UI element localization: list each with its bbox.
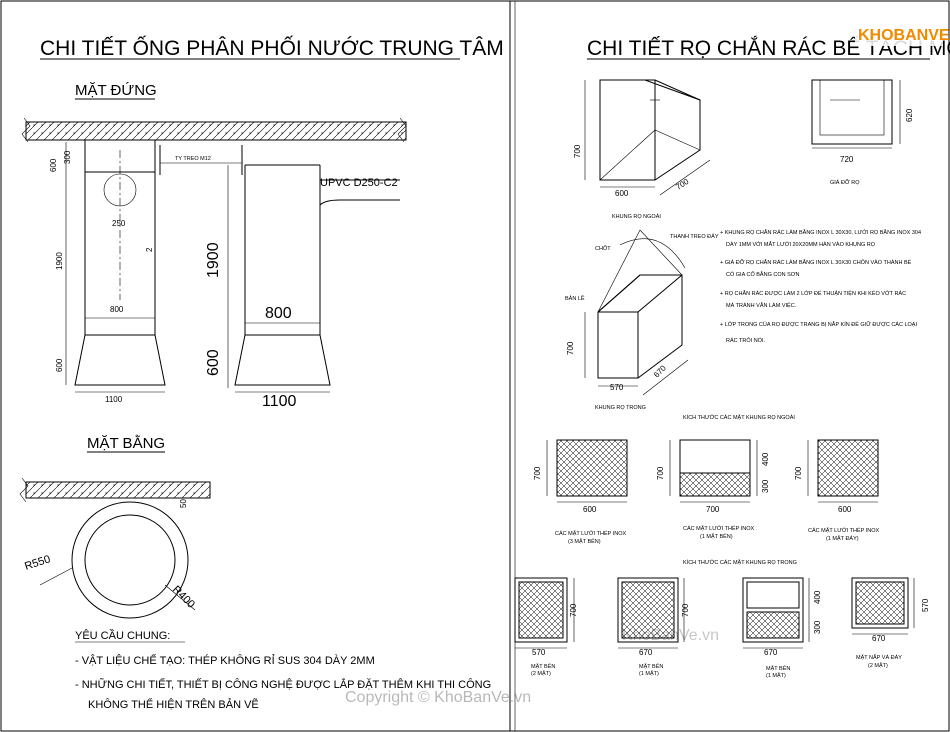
- outer-frame-caption: KHUNG RỌ NGOÀI: [612, 213, 661, 220]
- outer-frame-700-depth: 700: [674, 177, 691, 192]
- copyright-watermark: Copyright © KhoBanVe.vn: [345, 689, 531, 706]
- inner-face-2-w: 670: [639, 648, 653, 657]
- outer-faces-heading: KÍCH THƯỚC CÁC MẶT KHUNG RỌ NGOÀI: [683, 414, 795, 421]
- note-line-8: RÁC TRÔI NỔI.: [726, 337, 765, 344]
- inner-frame-caption: KHUNG RỌ TRONG: [595, 405, 646, 411]
- elevation-slab: [21, 117, 407, 143]
- inner-face-3-cap2: (1 MẶT): [766, 672, 786, 679]
- outer-face-1-w: 600: [583, 505, 597, 514]
- inner-face-4-h: 570: [921, 598, 930, 612]
- inner-frame-700: 700: [566, 341, 575, 355]
- inner-face-3-w: 670: [764, 648, 778, 657]
- outer-frame-700: 700: [573, 144, 582, 158]
- dim-1100: 1100: [105, 395, 123, 404]
- outer-frame-600: 600: [615, 189, 629, 198]
- inner-faces-heading: KÍCH THƯỚC CÁC MẶT KHUNG RỌ TRONG: [683, 559, 797, 566]
- outer-face-2-w: 700: [706, 505, 720, 514]
- inner-face-4-cap2: (2 MẶT): [868, 662, 888, 669]
- note-line-7: + LỚP TRONG CỦA RỌ ĐƯỢC TRANG BỊ NẮP KÍN…: [720, 320, 917, 328]
- inner-face-2-h: 700: [681, 603, 690, 617]
- inner-face-3-h2: 300: [813, 620, 822, 634]
- inner-frame-bolt: CHỐT: [595, 245, 611, 252]
- inner-face-1-h: 700: [569, 603, 578, 617]
- plan-heading: MẶT BẰNG: [87, 434, 165, 452]
- note-line-6: MÀ TRÁNH VẪN LÀM VIỆC.: [726, 301, 797, 309]
- requirements-line-1: - VẬT LIỆU CHẾ TẠO: THÉP KHÔNG RỈ SUS 30…: [75, 654, 375, 667]
- logo-text: KHOBANVE: [858, 27, 950, 44]
- big-dim-1100: 1100: [262, 393, 297, 410]
- plan-dim-50: 50: [179, 499, 188, 508]
- tie-rod-label: TY TREO M12: [175, 156, 211, 162]
- inner-frame-3d: [584, 229, 689, 396]
- inner-frame-hinge: BẢN LỀ: [565, 295, 585, 302]
- outer-face-1: [546, 439, 628, 503]
- inner-face-3-cap1: MẶT BÊN: [766, 664, 790, 672]
- dim-1900: 1900: [55, 252, 64, 270]
- outer-face-2-h1: 400: [761, 452, 770, 466]
- big-dim-800: 800: [265, 305, 292, 322]
- watermark: KhoBanVe.vn: [622, 627, 719, 644]
- outer-face-2-h: 700: [656, 466, 665, 480]
- plan-slab: [19, 477, 211, 503]
- dim-600-top: 600: [49, 158, 58, 172]
- inner-frame-hanger: THANH TREO ĐẨY: [670, 233, 719, 240]
- outer-face-1-cap2: (3 MẶT BÊN): [568, 537, 601, 545]
- outer-face-2-cap1: CÁC MẶT LƯỚI THÉP INOX: [683, 525, 754, 532]
- inner-face-3-h1: 400: [813, 590, 822, 604]
- stand-620: 620: [905, 108, 914, 122]
- big-dim-1900: 1900: [205, 242, 222, 278]
- inner-face-2-cap2: (1 MẶT): [639, 670, 659, 677]
- note-line-3: + GIÁ ĐỠ RỌ CHẮN RÁC LÀM BẰNG INOX L 30X…: [720, 258, 912, 266]
- stand-720: 720: [840, 155, 854, 164]
- outer-face-1-h: 700: [533, 466, 542, 480]
- note-line-2: DÀY 1MM VỚI MẮT LƯỚI 20X20MM HÀN VÀO KHU…: [726, 240, 876, 248]
- plan-rings: [39, 501, 196, 619]
- small-pipe-elevation: [74, 140, 243, 386]
- elevation-heading: MẶT ĐỨNG: [75, 82, 157, 99]
- inner-face-4-cap1: MẶT NẮP VÀ ĐÁY: [856, 653, 902, 661]
- plan-r550: R550: [23, 553, 52, 573]
- basket-stand: [811, 79, 901, 149]
- inner-face-1: [514, 577, 575, 649]
- outer-face-2-h2: 300: [761, 479, 770, 493]
- inner-face-4-w: 670: [872, 634, 886, 643]
- outer-face-3-h: 700: [794, 466, 803, 480]
- inner-face-2: [617, 577, 685, 649]
- big-dim-600: 600: [205, 349, 222, 376]
- outer-face-2: [669, 439, 758, 503]
- logo: KHOBANVE: [855, 20, 950, 46]
- inner-face-4: [851, 577, 915, 635]
- dim-600-bottom: 600: [55, 358, 64, 372]
- inner-face-1-w: 570: [532, 648, 546, 657]
- stand-caption: GIÁ ĐỠ RỌ: [830, 179, 860, 186]
- dim-2: 2: [145, 247, 154, 252]
- outer-face-2-cap2: (1 MẶT BÊN): [700, 532, 733, 540]
- dim-250: 250: [112, 219, 126, 228]
- outer-face-3-cap1: CÁC MẶT LƯỚI THÉP INOX: [808, 527, 879, 534]
- requirements-line-3: KHÔNG THỂ HIỆN TRÊN BẢN VẼ: [88, 698, 259, 711]
- note-line-1: + KHUNG RỌ CHẮN RÁC LÀM BẰNG INOX L 30X3…: [720, 228, 921, 236]
- left-title: CHI TIẾT ỐNG PHÂN PHỐI NƯỚC TRUNG TÂM: [40, 36, 504, 60]
- pipe-label: UPVC D250-C2: [320, 177, 398, 189]
- big-pipe-elevation: [227, 164, 400, 393]
- inner-face-1-cap1: MẶT BÊN: [531, 662, 555, 670]
- dim-800: 800: [110, 305, 124, 314]
- outer-frame-3d: [584, 79, 711, 196]
- requirements-heading: YÊU CẦU CHUNG:: [75, 629, 170, 642]
- requirements-line-2: - NHỮNG CHI TIẾT, THIẾT BỊ CÔNG NGHỆ ĐƯỢ…: [75, 678, 491, 691]
- inner-face-3: [742, 577, 810, 649]
- dim-300: 300: [63, 150, 72, 164]
- outer-face-3-w: 600: [838, 505, 852, 514]
- inner-frame-570: 570: [610, 383, 624, 392]
- note-line-4: CÓ GIA CỐ BẰNG CON SƠN: [726, 270, 800, 278]
- outer-face-3: [807, 439, 879, 503]
- outer-face-1-cap1: CÁC MẶT LƯỚI THÉP INOX: [555, 530, 626, 537]
- outer-face-3-cap2: (1 MẶT ĐÁY): [826, 535, 859, 542]
- inner-face-1-cap2: (2 MẶT): [531, 670, 551, 677]
- note-line-5: + RỌ CHẮN RÁC ĐƯỢC LÀM 2 LỚP ĐỂ THUẬN TI…: [720, 289, 906, 297]
- inner-face-2-cap1: MẶT BÊN: [639, 662, 663, 670]
